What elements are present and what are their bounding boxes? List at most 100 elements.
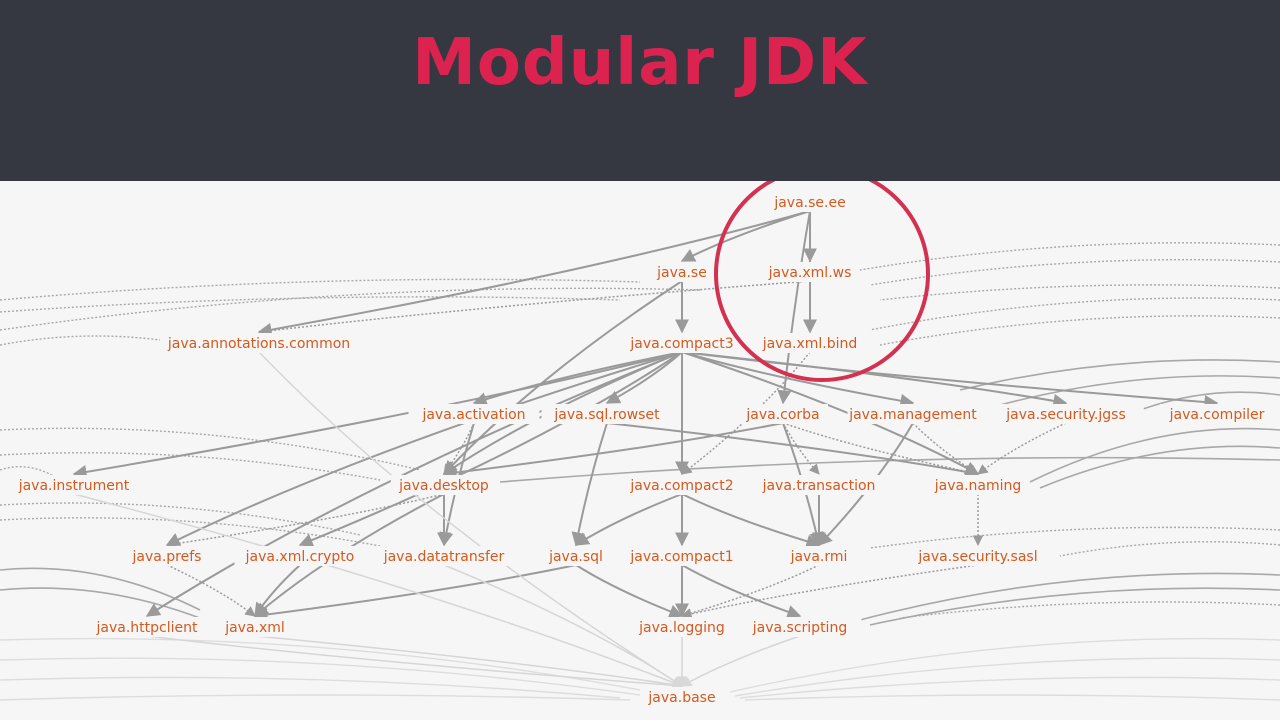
background-edge bbox=[899, 601, 1280, 619]
module-node-java-base: java.base bbox=[647, 690, 715, 706]
background-edge bbox=[0, 278, 641, 301]
module-node-bg bbox=[760, 262, 860, 282]
dependency-edge bbox=[254, 564, 301, 618]
module-node-java-sql-rowset: java.sql.rowset bbox=[553, 407, 660, 423]
module-node-bg bbox=[390, 475, 498, 495]
background-edge bbox=[859, 572, 1280, 621]
background-edge bbox=[739, 676, 1280, 699]
module-node-java-transaction: java.transaction bbox=[762, 478, 876, 494]
dependency-edge bbox=[146, 635, 684, 691]
module-node-java-se: java.se bbox=[656, 265, 707, 281]
module-node-bg bbox=[847, 404, 979, 424]
background-edge bbox=[0, 567, 201, 611]
background-edge bbox=[959, 359, 1280, 391]
module-node-bg bbox=[752, 333, 868, 353]
dependency-edge bbox=[605, 351, 683, 404]
dependency-edge bbox=[166, 564, 256, 617]
dependency-edge bbox=[73, 493, 683, 688]
module-node-bg bbox=[641, 687, 723, 707]
module-node-bg bbox=[234, 546, 366, 566]
dependency-edge bbox=[298, 351, 683, 547]
module-node-bg bbox=[541, 404, 673, 424]
module-node-java-annotations-common: java.annotations.common bbox=[167, 336, 350, 352]
module-node-bg bbox=[1159, 404, 1275, 424]
module-node-bg bbox=[928, 475, 1028, 495]
background-edge bbox=[0, 335, 161, 346]
dependency-edges bbox=[72, 210, 1219, 691]
module-node-bg bbox=[624, 475, 740, 495]
background-edge bbox=[729, 637, 1280, 693]
dependency-edge bbox=[443, 280, 683, 476]
background-edge bbox=[999, 375, 1280, 406]
module-node-java-rmi: java.rmi bbox=[790, 549, 848, 565]
background-edge bbox=[869, 297, 1280, 331]
background-edge bbox=[0, 587, 211, 623]
background-edge bbox=[1039, 445, 1280, 489]
dependency-edge bbox=[681, 351, 915, 408]
dependency-edge bbox=[443, 564, 683, 687]
module-node-bg bbox=[624, 333, 740, 353]
module-node-bg bbox=[122, 546, 212, 566]
module-node-bg bbox=[738, 617, 862, 637]
dependency-edge bbox=[680, 564, 979, 620]
dependency-edge bbox=[574, 493, 683, 546]
module-node-java-activation: java.activation bbox=[421, 407, 525, 423]
background-edge bbox=[744, 694, 1280, 701]
slide-header: Modular JDK bbox=[0, 0, 1280, 181]
slide-title: Modular JDK bbox=[412, 26, 868, 100]
module-node-java-datatransfer: java.datatransfer bbox=[383, 549, 505, 565]
dependency-edge bbox=[145, 351, 683, 617]
highlight-circle bbox=[714, 181, 930, 382]
dependency-edge bbox=[254, 635, 684, 690]
background-edge bbox=[869, 526, 1280, 549]
module-node-java-security-jgss: java.security.jgss bbox=[1005, 407, 1126, 423]
module-node-java-xml-bind: java.xml.bind bbox=[762, 336, 858, 352]
module-node-bg bbox=[988, 404, 1144, 424]
dependency-edge bbox=[681, 351, 1219, 410]
dependency-edge bbox=[165, 351, 683, 546]
module-node-bg bbox=[370, 546, 518, 566]
module-node-java-compact3: java.compact3 bbox=[629, 336, 733, 352]
dependency-edge bbox=[681, 493, 821, 549]
module-node-java-httpclient: java.httpclient bbox=[96, 620, 198, 636]
dependency-edge bbox=[253, 564, 577, 622]
module-node-java-xml-crypto: java.xml.crypto bbox=[245, 549, 355, 565]
module-node-bg bbox=[628, 617, 736, 637]
dependency-edge bbox=[680, 210, 811, 262]
background-edge bbox=[0, 637, 641, 691]
dependency-edge bbox=[681, 564, 802, 619]
background-edge bbox=[734, 657, 1280, 697]
background-edge bbox=[1139, 391, 1280, 411]
module-node-bg bbox=[900, 546, 1056, 566]
module-node-java-instrument: java.instrument bbox=[18, 478, 130, 494]
module-node-bg bbox=[765, 192, 855, 212]
module-node-bg bbox=[624, 546, 740, 566]
dependency-edge bbox=[571, 422, 608, 547]
module-node-bg bbox=[408, 404, 540, 424]
module-node-java-sql: java.sql bbox=[548, 549, 603, 565]
background-edge bbox=[859, 242, 1280, 271]
module-node-bg bbox=[81, 617, 213, 637]
dependency-edge bbox=[442, 422, 784, 480]
background-edge bbox=[0, 287, 701, 331]
dependency-edge bbox=[258, 351, 683, 687]
dependency-edge bbox=[606, 422, 980, 479]
module-node-java-logging: java.logging bbox=[638, 620, 725, 636]
module-node-bg bbox=[8, 475, 140, 495]
dependency-edge bbox=[977, 422, 1067, 475]
module-node-bg bbox=[782, 546, 856, 566]
dependency-edge bbox=[72, 351, 683, 479]
module-node-java-compact2: java.compact2 bbox=[629, 478, 733, 494]
dependency-edge bbox=[912, 422, 979, 475]
module-node-bg bbox=[749, 475, 889, 495]
background-edge bbox=[1029, 427, 1280, 483]
module-node-java-corba: java.corba bbox=[745, 407, 819, 423]
module-node-bg bbox=[160, 333, 358, 353]
module-node-bg bbox=[649, 262, 715, 282]
background-edge bbox=[0, 296, 621, 313]
background-edge bbox=[869, 587, 1280, 626]
background-edge bbox=[499, 456, 1280, 483]
dependency-edge bbox=[782, 422, 980, 478]
